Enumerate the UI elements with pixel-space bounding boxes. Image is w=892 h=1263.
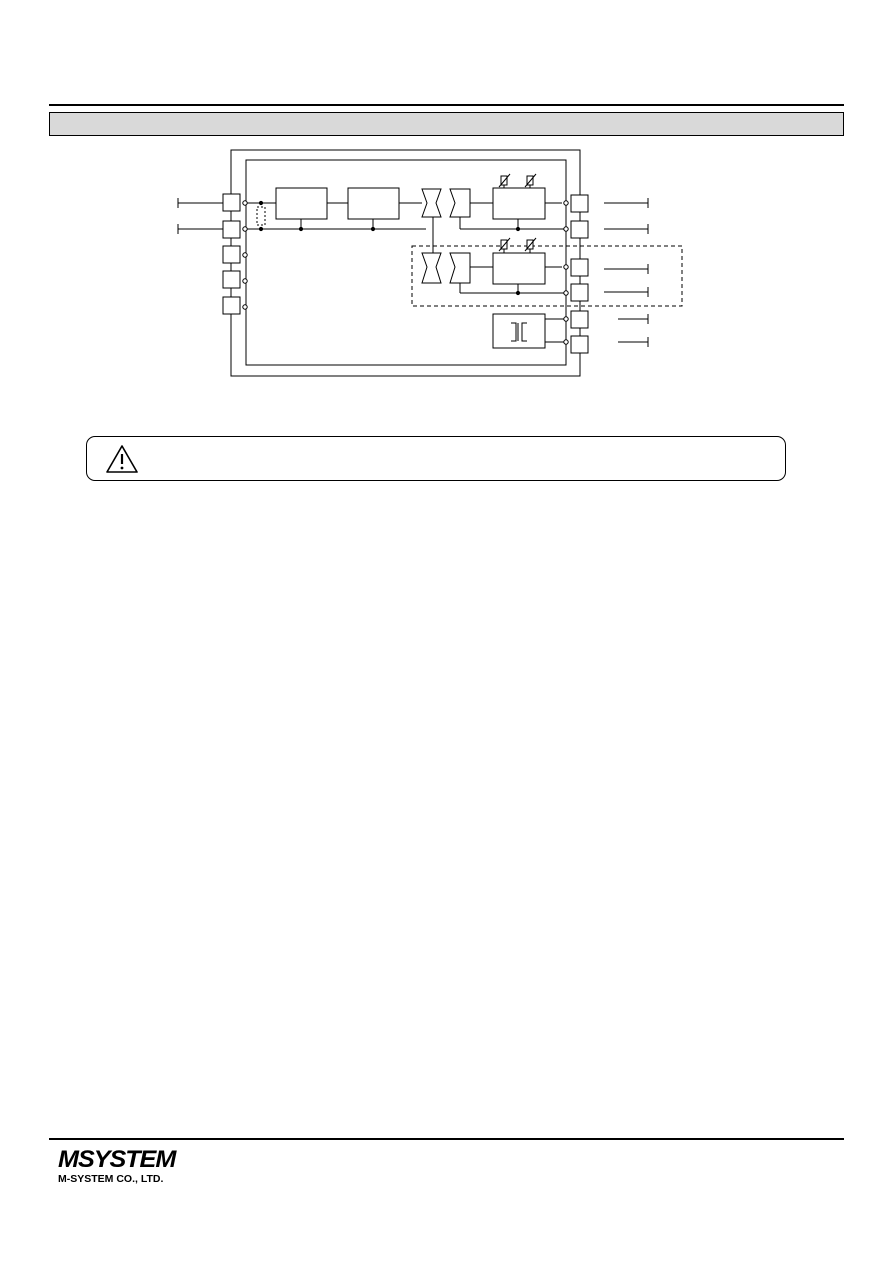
input-terminal-2 <box>222 220 241 239</box>
company-name: M-SYSTEM CO., LTD. <box>58 1173 164 1185</box>
power-supply-block <box>492 313 546 349</box>
output-terminal-2 <box>570 220 589 239</box>
bottom-rule <box>49 1138 844 1140</box>
block-1 <box>275 187 328 220</box>
input-terminal-3 <box>222 245 241 264</box>
top-rule <box>49 104 844 106</box>
output-terminal-3 <box>570 258 589 277</box>
housing-inner <box>245 159 567 366</box>
output-block-2 <box>492 252 546 285</box>
warning-box <box>86 436 786 481</box>
input-terminal-1 <box>222 193 241 212</box>
output-terminal-4 <box>570 283 589 302</box>
logo-wordmark: MSYSTEM <box>58 1146 176 1173</box>
block-2 <box>347 187 400 220</box>
block-diagram <box>177 149 683 377</box>
company-logo: MSYSTEM M-SYSTEM CO., LTD. <box>58 1148 188 1188</box>
output-terminal-6 <box>570 335 589 354</box>
output-block-1 <box>492 187 546 220</box>
input-terminal-5 <box>222 296 241 315</box>
optional-output-region <box>411 245 683 307</box>
section-title-bar <box>49 112 844 136</box>
warning-triangle-icon <box>106 445 138 473</box>
input-terminal-4 <box>222 270 241 289</box>
output-terminal-5 <box>570 310 589 329</box>
output-terminal-1 <box>570 194 589 213</box>
